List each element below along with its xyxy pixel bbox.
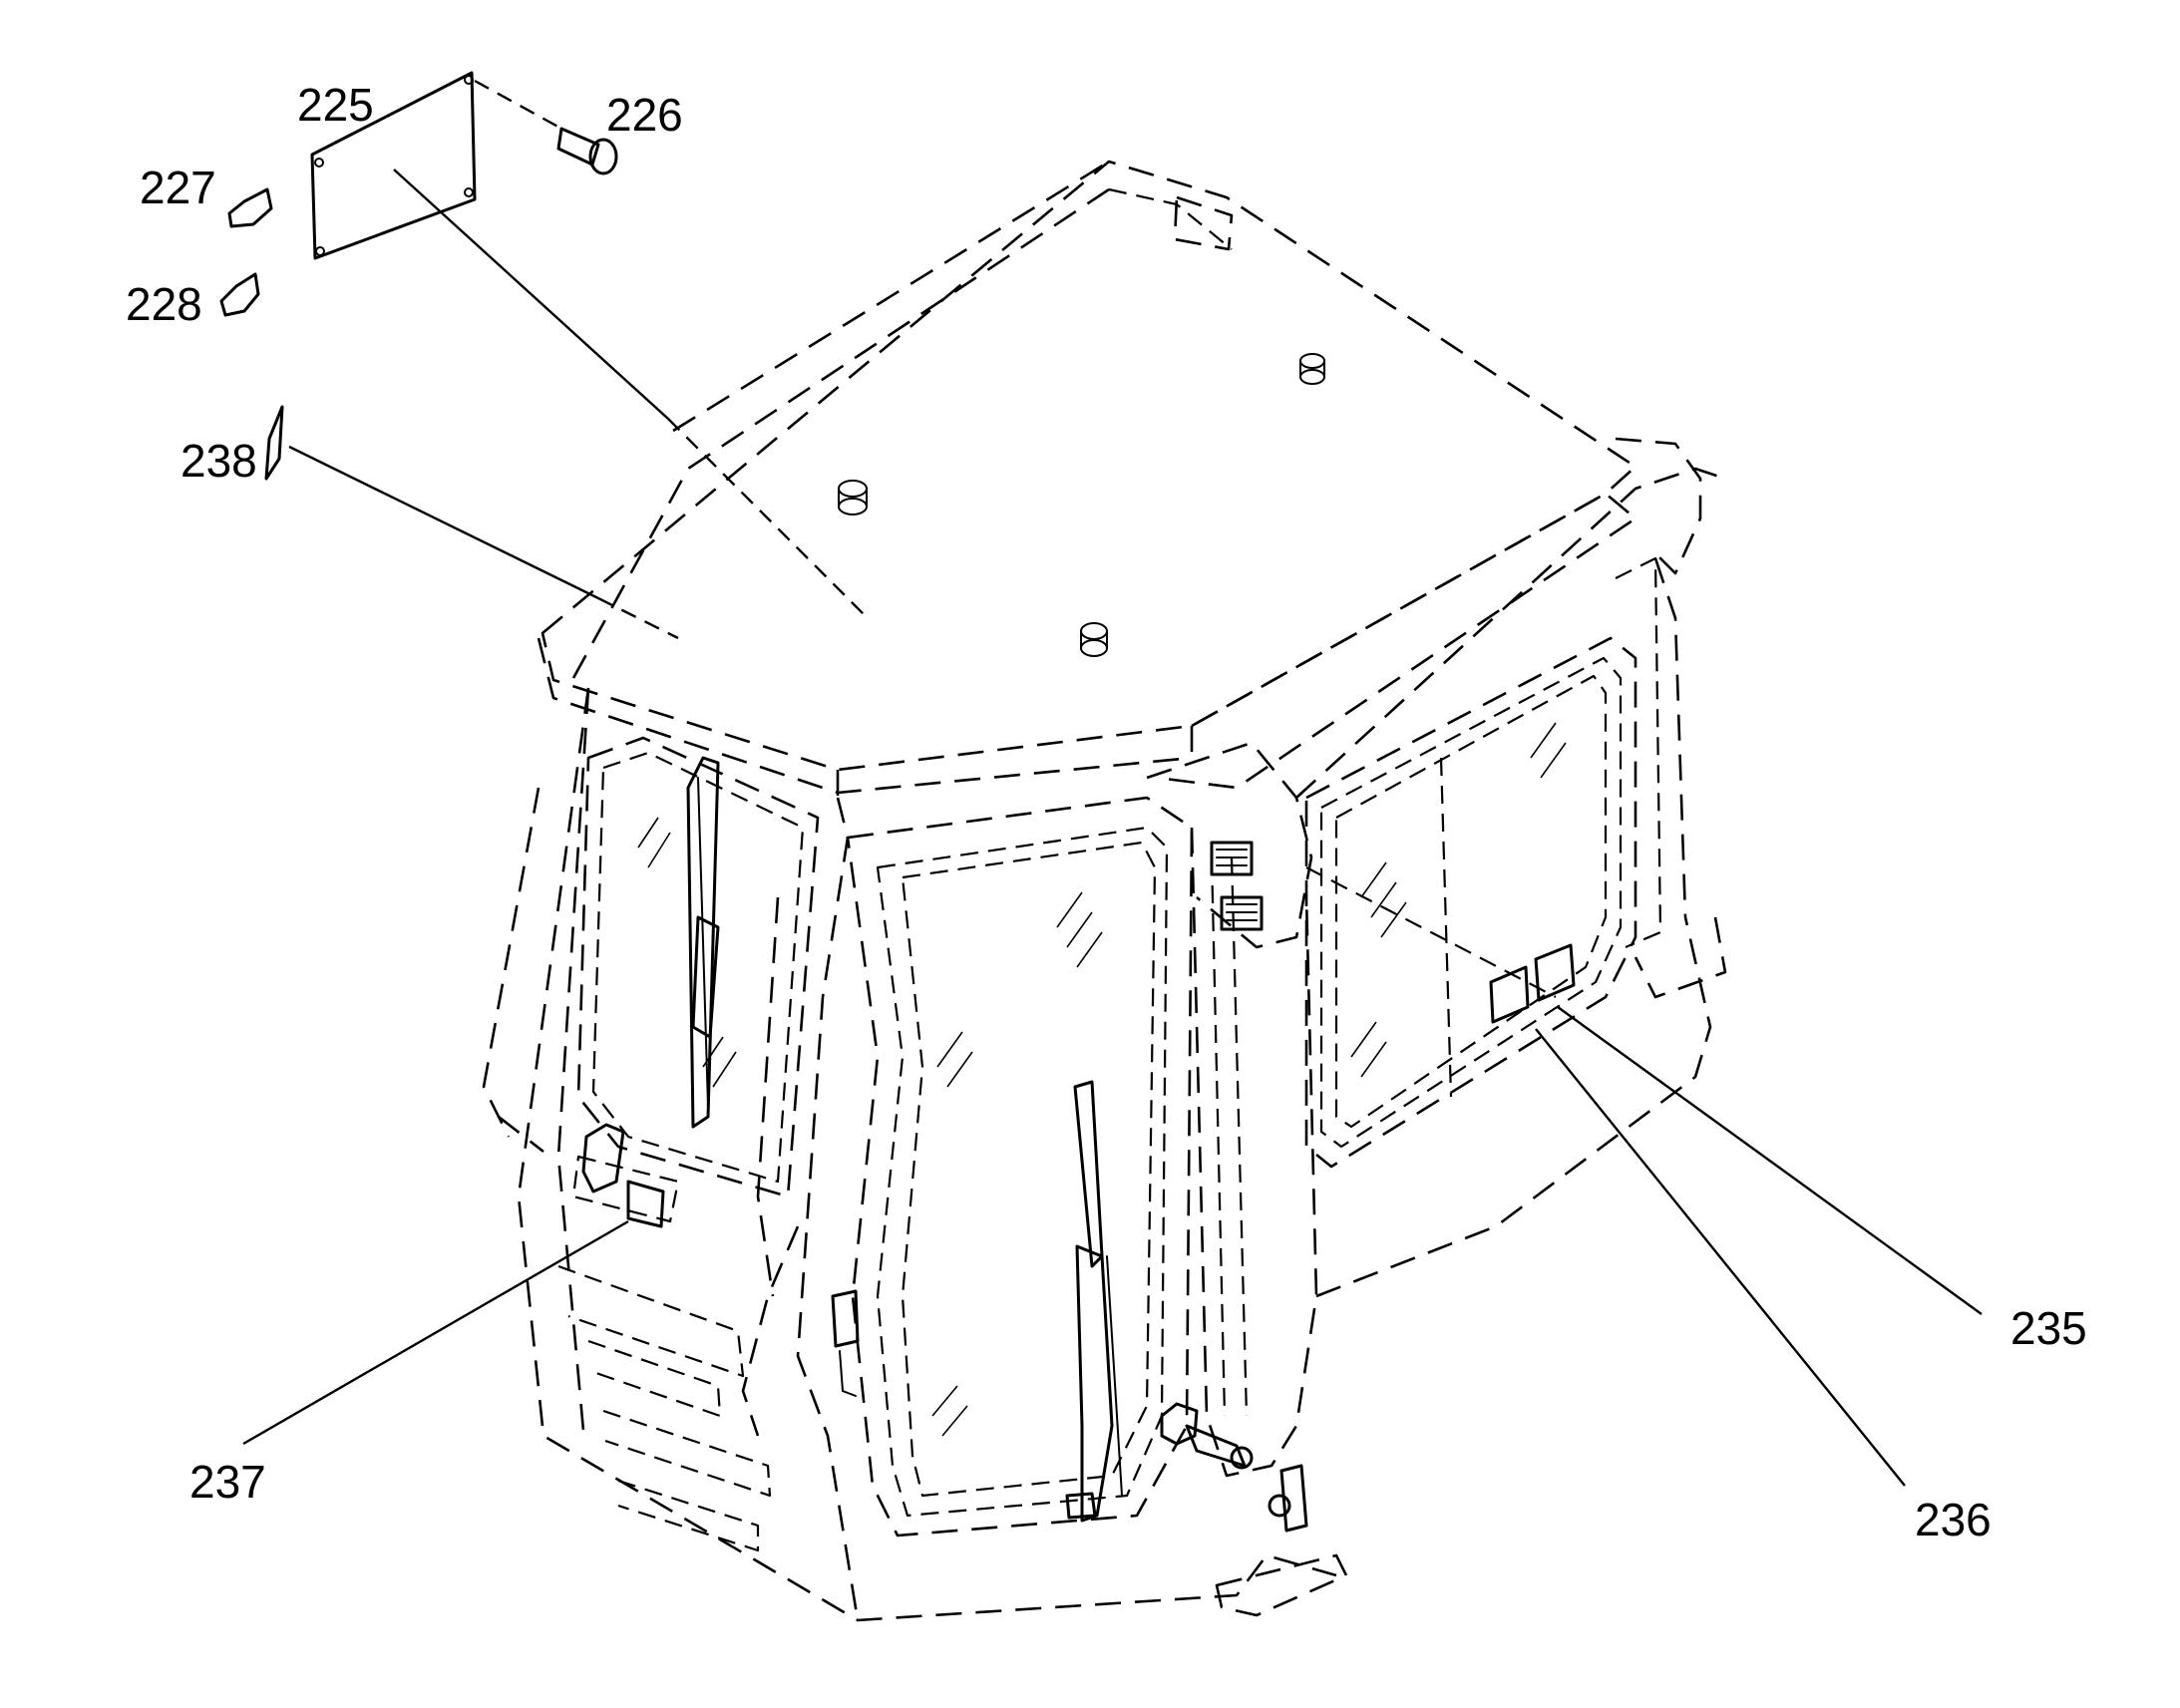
roof-stud [838, 480, 868, 515]
cab-assembly [482, 160, 1727, 1622]
callout-237: 237 [189, 1456, 266, 1508]
callout-238: 238 [181, 435, 257, 487]
callout-235: 235 [2010, 1302, 2087, 1354]
roof-stud [1299, 353, 1325, 385]
leader-lines [242, 79, 1983, 1487]
part-238-decal [264, 405, 284, 481]
part-228-nut [219, 272, 260, 317]
part-226-pin [556, 127, 618, 175]
decal-236 [1489, 965, 1530, 1024]
part-227-nut [227, 187, 273, 228]
part-225-plate [310, 71, 477, 260]
callout-226: 226 [606, 89, 683, 141]
callout-228: 228 [126, 278, 202, 330]
callout-225: 225 [297, 79, 374, 131]
callout-236: 236 [1915, 1494, 1992, 1545]
roof-stud [1080, 622, 1108, 657]
decal-235 [1534, 943, 1576, 1002]
callout-227: 227 [140, 162, 216, 213]
work-lamp [1210, 841, 1264, 931]
